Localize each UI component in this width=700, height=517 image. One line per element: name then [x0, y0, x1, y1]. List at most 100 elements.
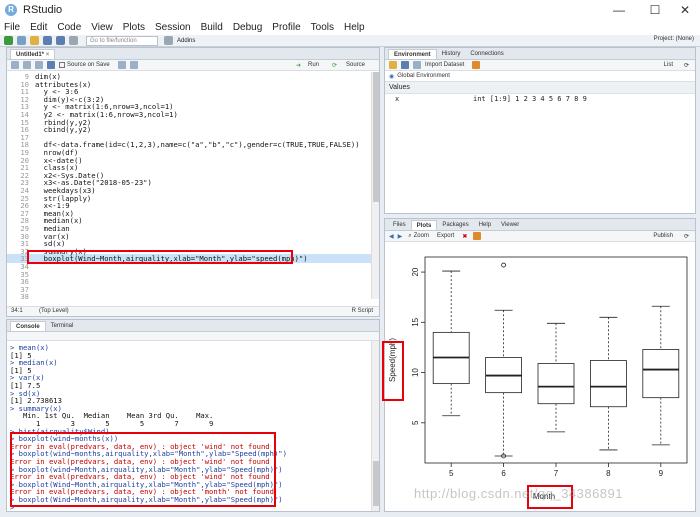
show-in-window-icon[interactable]	[35, 61, 43, 69]
x-tick-label: 6	[501, 469, 506, 478]
minimize-button[interactable]: —	[613, 3, 625, 17]
menu-edit[interactable]: Edit	[30, 22, 48, 33]
maximize-button[interactable]: ☐	[649, 3, 661, 17]
console-scroll-thumb[interactable]	[373, 461, 379, 506]
console-command-line: > summary(x)	[10, 403, 62, 413]
source-on-save-checkbox[interactable]	[59, 62, 65, 68]
tab-history[interactable]: History	[441, 51, 461, 57]
rerun-icon[interactable]: ⟳	[331, 62, 337, 69]
menu-session[interactable]: Session	[155, 22, 191, 33]
menu-help[interactable]: Help	[344, 22, 365, 33]
menu-profile[interactable]: Profile	[272, 22, 301, 33]
project-menu[interactable]: Project: (None)	[653, 36, 694, 42]
annotation-box-console-errors	[10, 432, 276, 507]
workspace-panes-icon[interactable]	[164, 36, 173, 45]
tab-plots[interactable]: Plots	[410, 220, 438, 230]
code-line: str(lapply)	[35, 193, 92, 203]
code-line: sd(x)	[35, 239, 66, 249]
menu-debug[interactable]: Debug	[232, 22, 263, 33]
refresh-icon[interactable]: ⟳	[683, 62, 689, 69]
open-file-icon[interactable]	[30, 36, 39, 45]
menu-view[interactable]: View	[91, 22, 113, 33]
scope-selector[interactable]: (Top Level)	[39, 308, 69, 314]
next-plot-icon[interactable]: ▶	[397, 233, 403, 240]
back-arrow-icon[interactable]	[11, 61, 19, 69]
refresh-plot-icon[interactable]: ⟳	[683, 233, 689, 240]
env-row-x[interactable]: x int [1:9] 1 2 3 4 5 6 7 8 9	[385, 94, 695, 105]
load-workspace-icon[interactable]	[389, 61, 397, 69]
y-tick-label: 5	[411, 420, 420, 425]
save-all-icon[interactable]	[56, 36, 65, 45]
new-file-icon[interactable]	[4, 36, 13, 45]
menu-file[interactable]: File	[4, 22, 21, 33]
menu-code[interactable]: Code	[57, 22, 82, 33]
menu-plots[interactable]: Plots	[122, 22, 145, 33]
console-output[interactable]: > mean(x)[1] 5> median(x)[1] 5> var(x)[1…	[7, 341, 373, 511]
annotation-box-editor-line	[27, 250, 293, 264]
remove-plot-icon[interactable]: ✖	[462, 233, 468, 240]
close-tab-icon[interactable]: ×	[45, 52, 50, 58]
tab-console[interactable]: Console	[10, 321, 46, 331]
broom-icon[interactable]	[472, 61, 481, 69]
close-window-button[interactable]: ✕	[679, 3, 691, 17]
editor-scrollbar[interactable]	[371, 72, 379, 299]
y-tick-label: 15	[411, 317, 420, 326]
code-line: cbind(y,y2)	[35, 125, 92, 135]
code-line: df<-data.frame(id=c(1,2,3),name=c("a","b…	[35, 140, 360, 150]
line-number: 27	[20, 208, 29, 218]
tab-connections[interactable]: Connections	[470, 51, 504, 57]
tab-help[interactable]: Help	[478, 222, 492, 228]
publish-button[interactable]: Publish	[653, 233, 673, 239]
save-workspace-icon[interactable]	[401, 61, 409, 69]
line-number: 19	[20, 148, 29, 157]
line-number: 33	[20, 254, 29, 264]
print-icon[interactable]	[69, 36, 78, 45]
run-button[interactable]: Run	[307, 62, 319, 68]
y-tick-label: 20	[411, 267, 420, 276]
save-file-icon[interactable]	[47, 61, 55, 69]
list-view-selector[interactable]: List	[663, 62, 673, 68]
clear-plots-broom-icon[interactable]	[473, 232, 482, 240]
console-command-line: > sd(x)	[10, 388, 41, 398]
file-type-selector[interactable]: R Script	[351, 308, 373, 314]
code-line: rbind(y,y2)	[35, 117, 92, 127]
cursor-position: 34:1	[11, 308, 23, 314]
menu-tools[interactable]: Tools	[310, 22, 335, 33]
code-line: x<-1:9	[35, 201, 70, 211]
tab-viewer[interactable]: Viewer	[501, 222, 520, 228]
new-project-icon[interactable]	[17, 36, 26, 45]
console-scrollbar[interactable]	[371, 341, 379, 511]
line-number: 11	[20, 87, 29, 97]
zoom-button[interactable]: Zoom	[413, 233, 429, 239]
source-on-save-label: Source on Save	[67, 62, 110, 68]
editor-scroll-thumb[interactable]	[373, 72, 379, 202]
var-value: int [1:9] 1 2 3 4 5 6 7 8 9	[473, 95, 587, 103]
rstudio-logo-icon: R	[5, 4, 17, 16]
magic-wand-icon[interactable]	[129, 61, 138, 69]
x-tick-label: 7	[554, 469, 559, 478]
forward-arrow-icon[interactable]	[23, 61, 31, 69]
line-number: 17	[20, 132, 29, 142]
goto-file-input[interactable]: Go to file/function	[86, 35, 158, 46]
console-output-line: [1] 2.738613	[10, 396, 62, 406]
tab-files[interactable]: Files	[393, 222, 406, 228]
console-command-line: > boxplot(wind~months(x))	[10, 434, 119, 444]
current-line-highlight	[7, 253, 373, 263]
search-icon[interactable]	[117, 61, 126, 69]
console-command-line: > mean(x)	[10, 343, 49, 352]
outlier-point	[501, 262, 506, 268]
addins-menu[interactable]: Addins	[177, 37, 196, 44]
tab-untitled1[interactable]: Untitled1* ×	[10, 49, 56, 59]
save-icon[interactable]	[43, 36, 52, 45]
import-dataset-button[interactable]: Import Dataset	[425, 62, 465, 68]
tab-packages[interactable]: Packages	[442, 222, 469, 228]
source-button[interactable]: Source	[345, 62, 365, 68]
menu-build[interactable]: Build	[200, 22, 223, 33]
export-menu[interactable]: Export	[436, 233, 455, 239]
scope-dropdown[interactable]: Global Environment	[397, 73, 450, 79]
tab-environment[interactable]: Environment	[388, 49, 437, 59]
tab-terminal[interactable]: Terminal	[50, 323, 74, 329]
prev-plot-icon[interactable]: ◀	[389, 233, 394, 240]
